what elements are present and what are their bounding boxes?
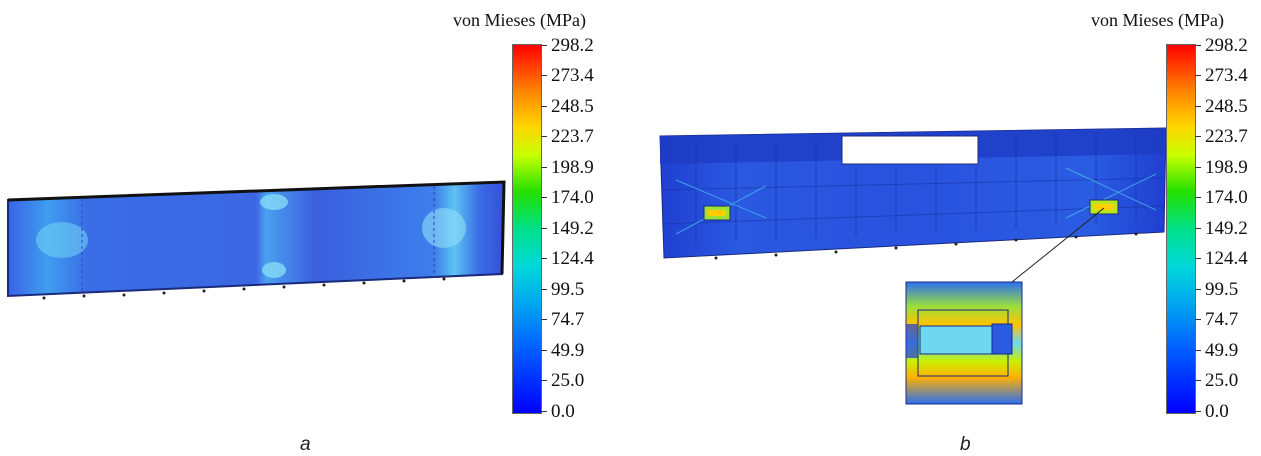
tick-label: 124.4 bbox=[551, 248, 594, 269]
legend-title-b: von Mieses (MPa) bbox=[1091, 10, 1224, 30]
tick-label: 174.0 bbox=[1205, 187, 1248, 208]
tick-label: 99.5 bbox=[551, 279, 585, 300]
tick-label: 223.7 bbox=[1205, 126, 1248, 147]
tick-label: 298.2 bbox=[551, 35, 594, 56]
tick-label: 124.4 bbox=[1205, 248, 1248, 269]
tick-label: 248.5 bbox=[1205, 96, 1248, 117]
tick-label: 74.7 bbox=[1205, 309, 1239, 330]
panel-b: von Mieses (MPa) 298.2 273.4 248.5 223.7… bbox=[630, 0, 1261, 455]
tick-label: 0.0 bbox=[551, 401, 575, 422]
tick-label: 149.2 bbox=[1205, 218, 1248, 239]
colorbar-a: 298.2 273.4 248.5 223.7 198.9 174.0 149.… bbox=[512, 36, 594, 421]
tick-label: 25.0 bbox=[551, 370, 585, 391]
legend-title-a: von Mieses (MPa) bbox=[453, 10, 586, 30]
tick-label: 198.9 bbox=[1205, 157, 1248, 178]
tick-label: 99.5 bbox=[1205, 279, 1239, 300]
tick-label: 273.4 bbox=[551, 65, 594, 86]
tick-label: 198.9 bbox=[551, 157, 594, 178]
tick-label: 25.0 bbox=[1205, 370, 1239, 391]
tick-label: 49.9 bbox=[1205, 340, 1239, 361]
tick-label: 248.5 bbox=[551, 96, 594, 117]
tick-label: 49.9 bbox=[551, 340, 585, 361]
tick-label: 149.2 bbox=[551, 218, 594, 239]
panel-label-a: a bbox=[300, 434, 311, 455]
tick-label: 223.7 bbox=[551, 126, 594, 147]
tick-label: 174.0 bbox=[551, 187, 594, 208]
stress-plot-b bbox=[659, 127, 1167, 405]
tick-label: 273.4 bbox=[1205, 65, 1248, 86]
stress-plot-a bbox=[7, 180, 506, 300]
tick-label: 298.2 bbox=[1205, 35, 1248, 56]
tick-label: 74.7 bbox=[551, 309, 585, 330]
panel-a: von Mieses (MPa) 298.2 273.4 248.5 223.7… bbox=[0, 0, 630, 455]
colorbar-b: 298.2 273.4 248.5 223.7 198.9 174.0 149.… bbox=[1166, 36, 1248, 421]
panel-label-b: b bbox=[960, 434, 971, 455]
tick-label: 0.0 bbox=[1205, 401, 1229, 422]
